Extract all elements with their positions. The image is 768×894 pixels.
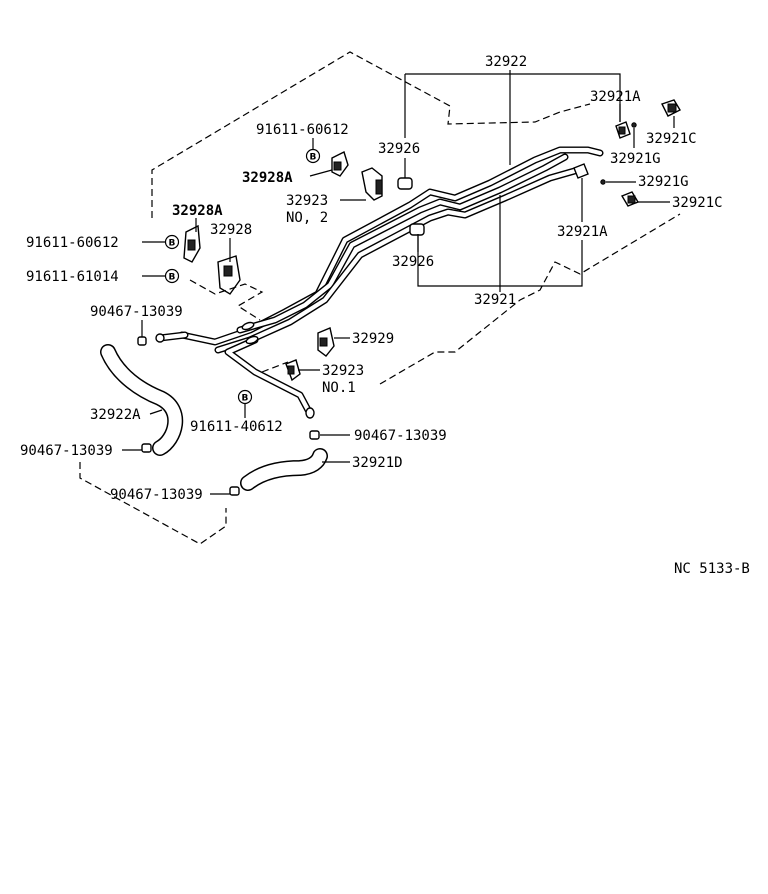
label-32921C-2: 32921C xyxy=(672,195,723,211)
pipe-end-fitting-lower xyxy=(305,407,315,419)
svg-text:B: B xyxy=(310,153,317,163)
label-32921D: 32921D xyxy=(352,455,403,471)
label-32923-no1: 32923 xyxy=(322,363,364,379)
dashed-reference-lines xyxy=(79,51,681,545)
part-labels: 32922 32921A 32921C 32921G 32921G 32921C… xyxy=(20,54,750,577)
label-32928A: 32928A xyxy=(242,170,293,186)
svg-text:B: B xyxy=(169,239,176,249)
clamp-no1-icon xyxy=(285,359,301,382)
label-32921: 32921 xyxy=(474,292,516,308)
label-90467-13039: 90467-13039 xyxy=(90,304,183,320)
label-32928A-2: 32928A xyxy=(172,203,223,219)
label-32922A: 32922A xyxy=(90,407,141,423)
label-90467-13039-3: 90467-13039 xyxy=(20,443,113,459)
label-32926: 32926 xyxy=(378,141,420,157)
bracket-32929-icon xyxy=(317,327,335,357)
grommet-icon xyxy=(397,177,413,190)
hose-32921D xyxy=(240,448,328,491)
label-32922: 32922 xyxy=(485,54,527,70)
label-no2: NO, 2 xyxy=(286,210,328,226)
label-90467-13039-2: 90467-13039 xyxy=(354,428,447,444)
leader-lines xyxy=(122,70,675,495)
label-91611-60612: 91611-60612 xyxy=(256,122,349,138)
label-91611-61014: 91611-61014 xyxy=(26,269,119,285)
label-32929: 32929 xyxy=(352,331,394,347)
clamp-no2-icon xyxy=(361,167,383,201)
label-91611-40612: 91611-40612 xyxy=(190,419,283,435)
bracket-32928A-icon xyxy=(331,151,349,177)
grommet-icon xyxy=(409,223,425,236)
connector-icon xyxy=(573,99,681,207)
label-32921A: 32921A xyxy=(590,89,641,105)
label-32921G: 32921G xyxy=(610,151,661,167)
label-90467-13039-4: 90467-13039 xyxy=(110,487,203,503)
hose-32922A xyxy=(100,344,184,456)
label-91611-60612-2: 91611-60612 xyxy=(26,235,119,251)
pipe-end-fitting-left xyxy=(155,333,165,343)
diagram-code: NC 5133-B xyxy=(674,561,750,577)
bolt-marker-icon: B B B B xyxy=(164,148,321,405)
label-32923-no2: 32923 xyxy=(286,193,328,209)
label-no1: NO.1 xyxy=(322,380,356,396)
label-32921G-2: 32921G xyxy=(638,174,689,190)
label-32921C: 32921C xyxy=(646,131,697,147)
label-32921A-2: 32921A xyxy=(557,224,608,240)
svg-text:B: B xyxy=(242,394,249,404)
main-pipe-assembly xyxy=(155,146,604,419)
svg-text:B: B xyxy=(169,273,176,283)
label-32928: 32928 xyxy=(210,222,252,238)
label-32926-2: 32926 xyxy=(392,254,434,270)
bracket-32928-icon xyxy=(183,224,241,295)
